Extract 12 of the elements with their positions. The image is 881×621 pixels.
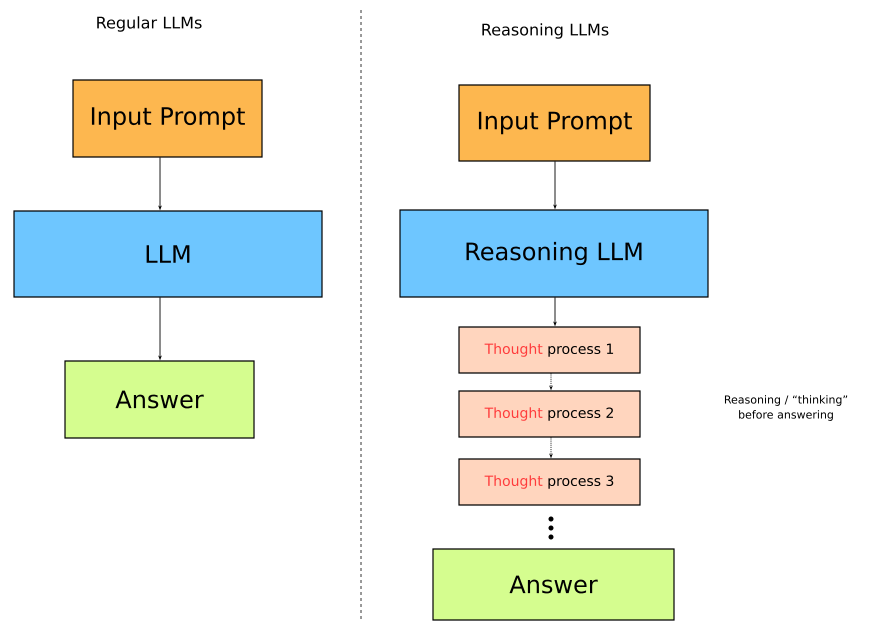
step-box: Thought process 1 bbox=[458, 326, 641, 374]
column-heading: Reasoning LLMs bbox=[482, 23, 608, 39]
answer-box: Answer bbox=[64, 360, 255, 439]
step-box: Thought process 2 bbox=[458, 390, 641, 438]
input-box: Input Prompt bbox=[458, 84, 651, 162]
step-box: Thought process 3 bbox=[458, 458, 641, 506]
column-heading: Regular LLMs bbox=[97, 16, 202, 32]
note-text: Reasoning / “thinking” before answering bbox=[724, 395, 848, 421]
input-box: Input Prompt bbox=[72, 79, 263, 158]
model-box: Reasoning LLM bbox=[399, 209, 709, 298]
model-box: LLM bbox=[13, 210, 323, 298]
answer-box: Answer bbox=[432, 548, 675, 621]
